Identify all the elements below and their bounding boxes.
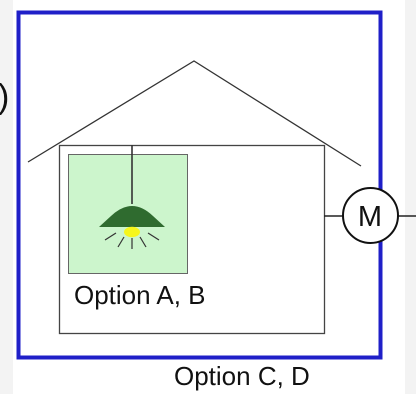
motor-icon [342, 187, 399, 244]
pendant-lamp-icon [99, 145, 165, 249]
left-clipped-parenthesis: ) [0, 78, 9, 116]
outer-frame [16, 10, 383, 360]
house-roof [27, 60, 362, 167]
outer-area-label: Option C, D [174, 361, 310, 391]
lamp-area-label: Option A, B [74, 280, 206, 310]
house-box [58, 144, 326, 335]
motor-label: M [358, 201, 382, 233]
